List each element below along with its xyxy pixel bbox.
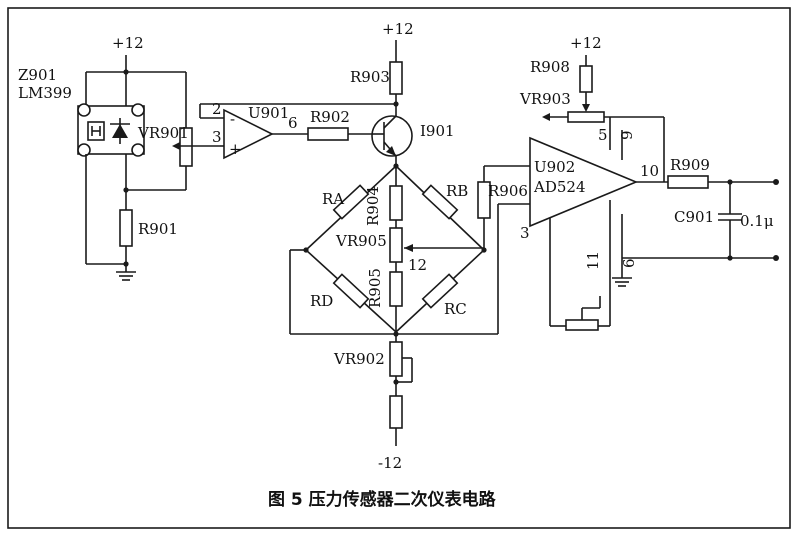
lm399-label: LM399 <box>18 84 72 102</box>
ra-resistor <box>332 184 370 220</box>
lm399-pin-br <box>131 143 145 157</box>
r903-label: R903 <box>350 68 390 86</box>
supply-neg-label: -12 <box>378 454 402 472</box>
u901-plus-sign: + <box>229 140 242 158</box>
vr903-label: VR903 <box>519 90 571 108</box>
u902-pin-5: 5 <box>598 126 608 144</box>
rc-label: RC <box>444 300 467 318</box>
r906-label: R906 <box>488 182 528 200</box>
u901-pin-inv: 2 <box>212 100 222 118</box>
u902-amplifier <box>529 136 639 228</box>
u901-pin-out: 6 <box>288 114 298 132</box>
u901-section <box>199 103 396 160</box>
r907-resistor <box>389 395 403 429</box>
bridge-section <box>289 40 530 446</box>
u901-opamp <box>223 108 274 160</box>
i901-transistor <box>371 115 413 157</box>
u902-pin-9: 9 <box>618 130 636 140</box>
supply-left-label: +12 <box>112 34 144 52</box>
r905-resistor <box>389 271 403 307</box>
ad524-label: AD524 <box>533 178 586 196</box>
z901-label: Z901 <box>18 66 57 84</box>
rd-resistor <box>332 273 370 309</box>
r902-label: R902 <box>310 108 350 126</box>
rc-resistor <box>421 273 459 309</box>
r909-label: R909 <box>670 156 710 174</box>
r901-resistor <box>119 209 133 247</box>
lm399-pin-tl <box>77 103 91 117</box>
vr905-label: VR905 <box>335 232 387 250</box>
r901-label: R901 <box>138 220 178 238</box>
u902-section <box>529 55 779 331</box>
vr901-label: VR901 <box>137 124 189 142</box>
r904-resistor <box>389 185 403 221</box>
r908-resistor <box>579 65 593 93</box>
supply-mid-label: +12 <box>382 20 414 38</box>
bridge-tap-label: 12 <box>408 256 427 274</box>
r909-resistor <box>667 175 709 189</box>
ra-label: RA <box>322 190 344 208</box>
rd-label: RD <box>310 292 333 310</box>
vr902-label: VR902 <box>333 350 385 368</box>
vr905-potentiometer <box>389 227 403 263</box>
u902-pin-6: 6 <box>620 258 638 268</box>
u902-label: U902 <box>534 158 575 176</box>
figure-caption: 图 5 压力传感器二次仪表电路 <box>268 489 497 510</box>
u901-label: U901 <box>248 104 289 122</box>
c901-value-label: 0.1μ <box>740 212 774 230</box>
c901-label: C901 <box>674 208 714 226</box>
u901-pin-noninv: 3 <box>212 128 222 146</box>
vr902-potentiometer <box>389 341 403 377</box>
u902-pin-out: 10 <box>640 162 659 180</box>
gain-potentiometer <box>565 319 599 331</box>
output-terminal-bottom <box>773 255 779 261</box>
u902-pin-11: 11 <box>584 251 602 270</box>
figure-border <box>7 7 791 529</box>
lm399-pin-bl <box>77 143 91 157</box>
rb-label: RB <box>446 182 468 200</box>
r908-label: R908 <box>530 58 570 76</box>
supply-right-label: +12 <box>570 34 602 52</box>
output-terminal-top <box>773 179 779 185</box>
lm399-pin-tr <box>131 103 145 117</box>
r904-label: R904 <box>364 186 382 226</box>
u902-pin-in: 3 <box>520 224 530 242</box>
vr903-potentiometer <box>567 111 605 123</box>
u901-minus-sign: - <box>230 110 235 128</box>
rb-resistor <box>421 184 459 220</box>
r905-label: R905 <box>366 268 384 308</box>
i901-label: I901 <box>420 122 455 140</box>
r903-resistor <box>389 61 403 95</box>
lm399-section <box>77 55 220 281</box>
r902-resistor <box>307 127 349 141</box>
